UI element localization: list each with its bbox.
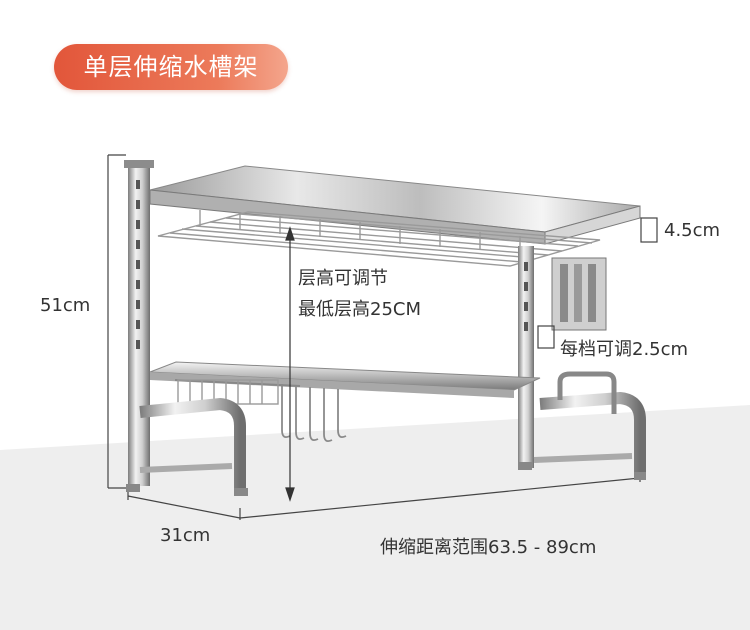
depth-dimension-line [127, 470, 641, 520]
top-thickness-label: 4.5cm [664, 220, 721, 241]
depth-label: 31cm [160, 525, 211, 546]
wire-basket [157, 210, 601, 267]
post-adjust-holes [136, 180, 140, 349]
extend-range-label: 伸缩距离范围63.5 - 89cm [380, 537, 597, 558]
min-layer-height-label: 最低层高25CM [298, 299, 422, 320]
height-dimension-line [107, 154, 126, 489]
left-foot [139, 397, 246, 492]
top-thickness-bracket [640, 217, 658, 243]
title-badge: 单层伸缩水槽架 [54, 44, 288, 90]
utensil-hooks [281, 384, 347, 443]
step-adjust-bracket [537, 325, 555, 349]
layer-height-label: 层高可调节 [298, 268, 388, 289]
right-post [518, 246, 534, 468]
cutting-board-holder [551, 257, 607, 331]
layer-height-arrow [285, 226, 295, 502]
step-adjust-label: 每档可调2.5cm [560, 339, 689, 360]
height-label: 51cm [40, 295, 91, 316]
right-foot [539, 391, 646, 476]
